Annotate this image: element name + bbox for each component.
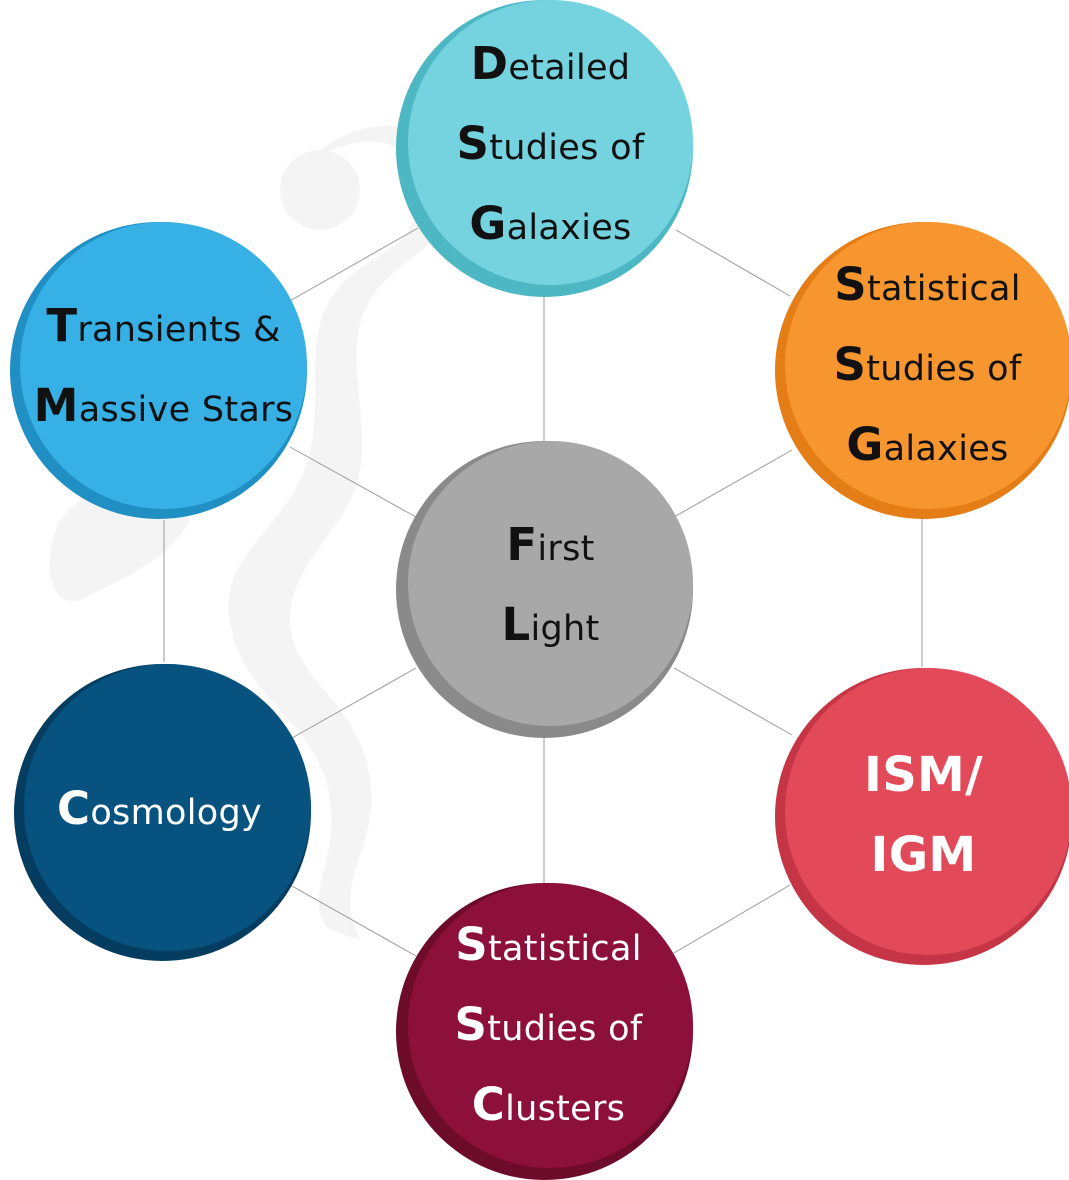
label-line-3: Galaxies <box>846 407 1008 487</box>
label-initial: C <box>471 1077 506 1131</box>
node-detailed-studies-of-galaxies: Detailed Studies of Galaxies <box>396 0 693 297</box>
node-face <box>24 664 311 951</box>
label-initial: S <box>455 917 488 971</box>
label-text: irst <box>537 528 595 569</box>
label-line-2: IGM <box>870 826 977 883</box>
label-initial: M <box>33 378 79 432</box>
connector-bottomleft-bottom <box>291 885 417 957</box>
node-cosmology: Cosmology <box>14 664 311 961</box>
node-label: ISM/ IGM <box>775 664 1069 965</box>
label-text: tudies of <box>489 127 645 168</box>
node-label: Statistical Studies of Galaxies <box>783 214 1069 519</box>
node-first-light: First Light <box>396 441 693 738</box>
label-initial: L <box>501 597 531 651</box>
label-line-3: Galaxies <box>469 186 631 266</box>
label-initial: D <box>470 36 509 90</box>
label-initial: T <box>46 298 78 352</box>
label-text: alaxies <box>883 428 1009 469</box>
label-line-2: Studies of <box>834 327 1022 407</box>
node-label: Cosmology <box>8 660 311 961</box>
label-line-2: Massive Stars <box>34 368 294 448</box>
label-line-1: Transients & <box>46 288 280 368</box>
label-text: osmology <box>90 792 262 833</box>
label-text: tudies of <box>487 1008 643 1049</box>
node-ism-igm: ISM/ IGM <box>775 668 1069 965</box>
label-line-1: Cosmology <box>57 771 262 851</box>
label-line-1: ISM/ <box>864 746 983 803</box>
node-label: First Light <box>408 435 693 738</box>
label-line-1: Statistical <box>834 247 1020 327</box>
label-initial: S <box>833 337 867 391</box>
connector-bottomright-bottom <box>673 884 791 954</box>
node-face <box>408 0 693 285</box>
label-initial: G <box>469 196 507 250</box>
connector-top-topright <box>675 229 791 297</box>
node-label: Detailed Studies of Galaxies <box>408 0 693 297</box>
node-transients-massive-stars: Transients & Massive Stars <box>10 222 307 519</box>
connector-center-bottomright <box>673 667 793 736</box>
connector-center-bottomleft <box>291 667 417 739</box>
node-face <box>20 222 307 509</box>
node-face <box>785 222 1069 509</box>
label-line-2: Studies of <box>457 106 645 186</box>
label-line-2: Studies of <box>455 987 643 1067</box>
label-initial: S <box>454 997 488 1051</box>
label-text: etailed <box>508 47 631 88</box>
label-text: tatistical <box>488 928 642 969</box>
label-text: tudies of <box>866 348 1022 389</box>
label-line-1: Statistical <box>455 907 641 987</box>
label-text: ight <box>530 608 600 649</box>
label-text: lusters <box>505 1088 626 1129</box>
label-text: ransients & <box>77 309 281 350</box>
label-initial: C <box>57 781 91 835</box>
label-line-1: First <box>506 507 594 587</box>
label-text: assive Stars <box>78 389 294 430</box>
node-statistical-studies-of-galaxies: Statistical Studies of Galaxies <box>775 222 1069 519</box>
node-label: Statistical Studies of Clusters <box>404 873 693 1180</box>
connector-top-topleft <box>287 227 419 303</box>
connector-lines <box>163 227 923 957</box>
label-initial: S <box>456 116 490 170</box>
node-face <box>408 441 693 726</box>
node-label: Transients & Massive Stars <box>20 216 307 519</box>
label-text: alaxies <box>506 207 632 248</box>
label-line-1: Detailed <box>471 26 631 106</box>
label-text: tatistical <box>867 268 1021 309</box>
connector-center-topleft <box>289 446 417 518</box>
label-initial: S <box>834 257 867 311</box>
label-initial: G <box>846 417 884 471</box>
label-initial: F <box>506 517 538 571</box>
label-line-2: Light <box>501 587 599 667</box>
node-statistical-studies-of-clusters: Statistical Studies of Clusters <box>396 883 693 1180</box>
label-line-3: Clusters <box>472 1067 625 1147</box>
connector-center-topright <box>673 449 793 518</box>
watermark-blob <box>280 150 360 230</box>
node-face <box>785 668 1069 955</box>
node-face <box>408 883 693 1168</box>
